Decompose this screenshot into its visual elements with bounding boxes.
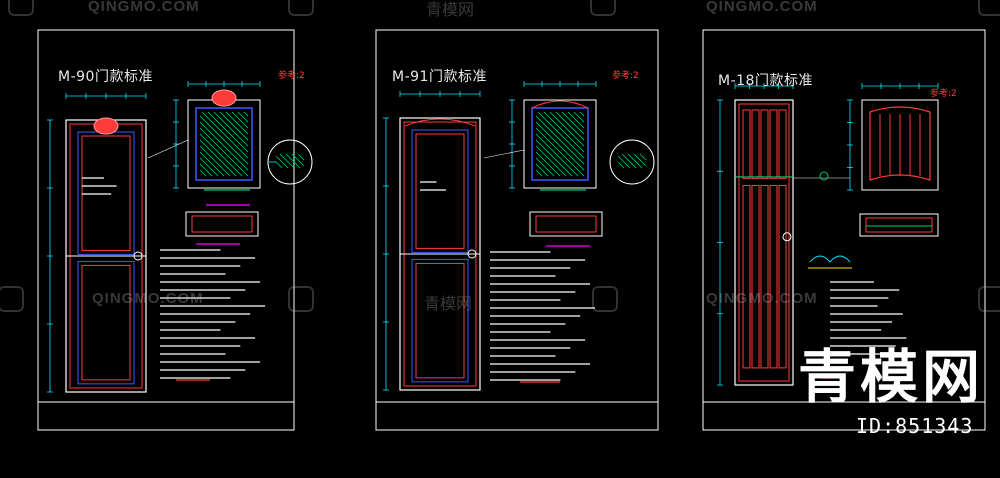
watermark-chinese-1: 青模网 bbox=[426, 0, 475, 19]
detail-hatch bbox=[617, 153, 647, 169]
glass-hatch bbox=[199, 111, 249, 177]
window-outline bbox=[523, 99, 597, 189]
window-frame bbox=[195, 107, 253, 181]
sheet-tag-m90: 参考:2 bbox=[278, 71, 305, 81]
door-handle bbox=[467, 249, 477, 259]
sheet-tag-m91: 参考:2 bbox=[612, 71, 639, 81]
window-top-arc bbox=[531, 100, 589, 109]
door-crown-ornament bbox=[93, 117, 119, 135]
door-lower-inner bbox=[415, 262, 465, 379]
door-upper-inner bbox=[415, 133, 465, 249]
section-outline bbox=[859, 213, 939, 237]
watermark-logo-icon bbox=[288, 286, 314, 312]
section-outline bbox=[185, 211, 259, 237]
detail-callout-circle bbox=[609, 139, 655, 185]
window-frame bbox=[531, 107, 589, 181]
sheet-title-m91: M-91门款标准 bbox=[392, 69, 487, 85]
asset-id-label: ID:851343 bbox=[856, 414, 974, 438]
watermark-logo-icon bbox=[978, 286, 1000, 312]
callout-marker bbox=[819, 171, 829, 181]
door-handle bbox=[782, 232, 792, 242]
panel-detail-shape bbox=[869, 106, 931, 181]
door-upper-inner bbox=[81, 135, 131, 251]
leader-line bbox=[147, 139, 189, 159]
profile-detail bbox=[809, 255, 851, 263]
window-outline bbox=[187, 99, 261, 189]
detail-hatch bbox=[275, 153, 305, 169]
watermark-logo-icon bbox=[0, 286, 24, 312]
door-lower-panel bbox=[411, 258, 469, 383]
door-lower-inner bbox=[81, 264, 131, 381]
sheet-title-m18: M-18门款标准 bbox=[718, 73, 813, 89]
sheet-frame bbox=[375, 29, 659, 431]
door-flute-upper bbox=[742, 109, 751, 179]
door-outline bbox=[734, 99, 794, 386]
door-lower-panel bbox=[77, 260, 135, 385]
watermark-logo-icon bbox=[8, 0, 34, 16]
leader-line bbox=[483, 149, 525, 159]
watermark-latin-2: QINGMO.COM bbox=[706, 0, 818, 15]
section-outline bbox=[529, 211, 603, 237]
section-inner bbox=[191, 215, 253, 233]
watermark-latin-1: QINGMO.COM bbox=[88, 0, 200, 15]
watermark-logo-icon bbox=[978, 0, 1000, 16]
door-flute-upper bbox=[769, 109, 778, 179]
sheet-title-m90: M-90门款标准 bbox=[58, 69, 153, 85]
door-flute-upper bbox=[760, 109, 769, 179]
section-inner bbox=[865, 217, 933, 233]
watermark-logo-icon bbox=[590, 0, 616, 16]
sheet-frame bbox=[37, 29, 295, 431]
door-flute-lower bbox=[760, 185, 769, 369]
watermark-latin-3: QINGMO.COM bbox=[92, 290, 204, 307]
door-frame bbox=[738, 103, 790, 382]
sheet-frame bbox=[702, 29, 986, 431]
window-crown-ornament bbox=[211, 89, 237, 107]
brand-logo-text: 青模网 bbox=[798, 343, 985, 411]
door-flute-lower bbox=[778, 185, 787, 369]
door-upper-panel bbox=[411, 129, 469, 253]
door-upper-panel bbox=[77, 131, 135, 255]
glass-hatch bbox=[535, 111, 585, 177]
door-flute-upper bbox=[778, 109, 787, 179]
door-flute-lower bbox=[742, 185, 751, 369]
door-top-arc bbox=[404, 118, 476, 127]
watermark-logo-icon bbox=[592, 286, 618, 312]
sheet-tag-m18: 参考:2 bbox=[930, 89, 957, 99]
panel-detail-outline bbox=[861, 99, 939, 191]
section-inner bbox=[535, 215, 597, 233]
watermark-chinese-2: 青模网 bbox=[424, 294, 473, 313]
watermark-logo-icon bbox=[288, 0, 314, 16]
door-handle bbox=[133, 251, 143, 261]
door-flute-lower bbox=[751, 185, 760, 369]
door-flute-lower bbox=[769, 185, 778, 369]
door-flute-upper bbox=[751, 109, 760, 179]
watermark-latin-4: QINGMO.COM bbox=[706, 290, 818, 307]
